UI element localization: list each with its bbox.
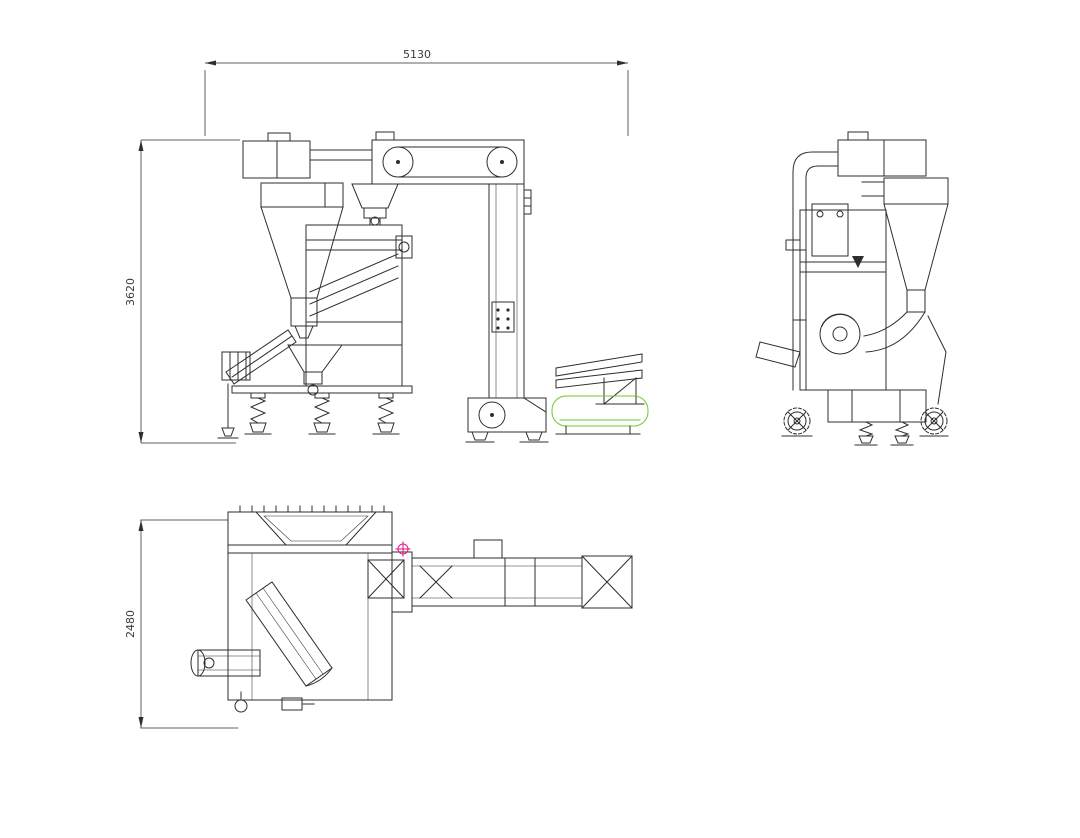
sv-top-box bbox=[837, 131, 927, 177]
side-view bbox=[755, 131, 949, 446]
dimension-front-height: 3620 bbox=[124, 139, 240, 444]
sv-body bbox=[785, 203, 887, 391]
discharge-conveyor bbox=[551, 353, 649, 435]
plan-fittings bbox=[234, 691, 315, 713]
support-spring-1 bbox=[244, 392, 272, 435]
base-frame bbox=[231, 385, 413, 394]
dimension-plan-depth: 2480 bbox=[124, 519, 239, 729]
front-width-label: 5130 bbox=[403, 48, 431, 61]
front-height-label: 3620 bbox=[124, 278, 137, 306]
aspiration-box bbox=[242, 132, 373, 179]
inclined-chute bbox=[217, 329, 297, 439]
bucket-elevator bbox=[371, 131, 549, 443]
support-spring-2 bbox=[308, 392, 336, 435]
support-spring-3 bbox=[372, 392, 400, 435]
top-view: 2480 bbox=[124, 505, 633, 729]
sv-outlet-tray bbox=[755, 341, 801, 368]
front-view: 5130 3620 bbox=[124, 48, 649, 444]
sv-wheel-left bbox=[781, 407, 813, 437]
bottom-hopper bbox=[287, 344, 343, 396]
plan-conveyor bbox=[411, 539, 633, 609]
plan-side-pipe bbox=[190, 649, 261, 677]
screening-body bbox=[305, 224, 413, 387]
sv-lower-cabinet bbox=[827, 389, 927, 423]
sv-spring-feet bbox=[854, 421, 914, 446]
sv-wheel-right bbox=[919, 407, 949, 437]
feed-hopper bbox=[351, 183, 399, 226]
plan-diagonal-chute bbox=[245, 581, 333, 687]
plan-body bbox=[227, 505, 393, 701]
sv-fan bbox=[819, 313, 861, 355]
plan-depth-label: 2480 bbox=[124, 610, 137, 638]
cyclone bbox=[260, 182, 344, 339]
plan-elevator-shaft bbox=[367, 551, 413, 613]
sv-cyclone bbox=[861, 177, 949, 353]
dimension-front-width: 5130 bbox=[204, 48, 629, 136]
sv-tow-handle bbox=[927, 315, 947, 405]
plan-register-marker bbox=[395, 541, 411, 557]
